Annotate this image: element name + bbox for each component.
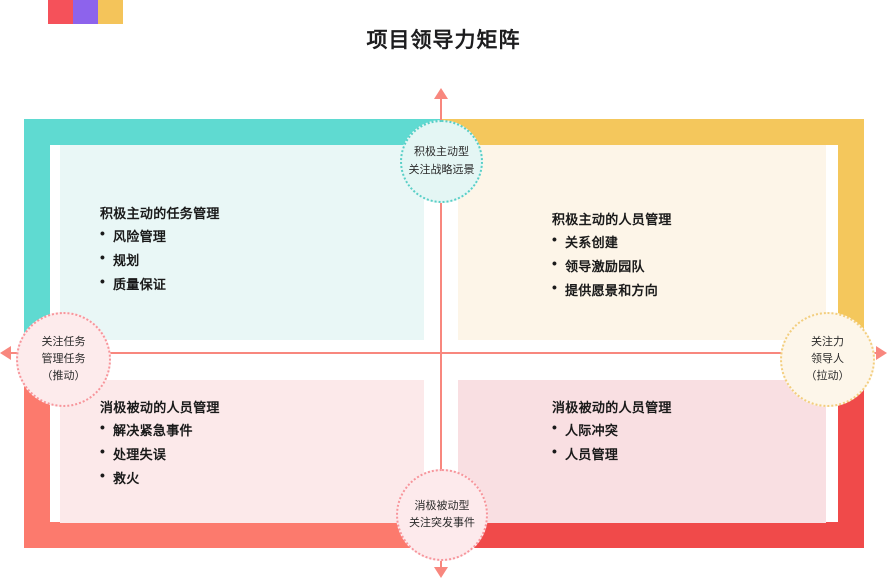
quadrant-text-bottom-right: 消极被动的人员管理 人际冲突 人员管理 <box>552 397 672 468</box>
logo-swatch-yellow <box>98 0 123 24</box>
page-title: 项目领导力矩阵 <box>366 29 521 52</box>
brand-logo <box>48 0 123 24</box>
quadrant-text-bottom-left: 消极被动的人员管理 解决紧急事件 处理失误 救火 <box>100 397 220 492</box>
list-item: 人员管理 <box>552 443 672 463</box>
list-item: 关系创建 <box>552 231 672 251</box>
axis-label-right-line3: （拉动） <box>805 370 850 383</box>
axis-label-bottom-line2: 关注突发事件 <box>409 517 475 529</box>
logo-swatch-red <box>48 0 73 24</box>
list-item: 风险管理 <box>100 225 220 245</box>
logo-swatch-purple <box>73 0 98 24</box>
axis-label-left-line1: 关注任务 <box>41 335 86 348</box>
horizontal-axis <box>6 352 881 354</box>
frame-band-bottom-right <box>442 522 864 548</box>
quadrant-list-bottom-left: 解决紧急事件 处理失误 救火 <box>100 419 220 487</box>
list-item: 人际冲突 <box>552 419 672 439</box>
quadrant-list-top-right: 关系创建 领导激励园队 提供愿景和方向 <box>552 231 672 299</box>
list-item: 提供愿景和方向 <box>552 279 672 299</box>
list-item: 质量保证 <box>100 273 220 293</box>
list-item: 解决紧急事件 <box>100 419 220 439</box>
quadrant-title-top-left: 积极主动的任务管理 <box>100 206 220 221</box>
quadrant-text-top-left: 积极主动的任务管理 风险管理 规划 质量保证 <box>100 203 220 298</box>
list-item: 规划 <box>100 249 220 269</box>
axis-label-bottom-line1: 消极被动型 <box>414 499 470 512</box>
arrow-left-icon <box>0 346 11 360</box>
quadrant-list-top-left: 风险管理 规划 质量保证 <box>100 225 220 293</box>
frame-band-right-top <box>838 119 864 352</box>
quadrant-list-bottom-right: 人际冲突 人员管理 <box>552 419 672 463</box>
quadrant-text-top-right: 积极主动的人员管理 关系创建 领导激励园队 提供愿景和方向 <box>552 209 672 304</box>
frame-band-bottom-left <box>24 522 442 548</box>
quadrant-title-top-right: 积极主动的人员管理 <box>552 212 672 227</box>
axis-label-top: 积极主动型 关注战略远景 <box>400 120 483 203</box>
arrow-down-icon <box>434 567 448 578</box>
quadrant-title-bottom-left: 消极被动的人员管理 <box>100 400 220 415</box>
vertical-axis <box>440 96 442 574</box>
axis-label-left-line3: （推动） <box>41 370 86 383</box>
frame-band-left-top <box>24 119 50 352</box>
axis-label-right: 关注力 领导人 （拉动） <box>780 312 875 407</box>
list-item: 处理失误 <box>100 443 220 463</box>
frame-band-top-right <box>442 119 864 145</box>
frame-band-top-left <box>24 119 442 145</box>
axis-label-right-line1: 关注力 <box>811 335 844 348</box>
axis-label-right-line2: 领导人 <box>811 352 844 365</box>
axis-label-bottom: 消极被动型 关注突发事件 <box>396 469 488 561</box>
matrix-frame <box>24 119 864 548</box>
arrow-up-icon <box>434 88 448 99</box>
axis-label-left-line2: 管理任务 <box>41 352 86 365</box>
axis-label-top-line2: 关注战略远景 <box>408 163 475 176</box>
axis-label-top-line1: 积极主动型 <box>414 146 469 159</box>
list-item: 领导激励园队 <box>552 255 672 275</box>
quadrant-title-bottom-right: 消极被动的人员管理 <box>552 400 672 415</box>
axis-label-left: 关注任务 管理任务 （推动） <box>16 312 111 407</box>
list-item: 救火 <box>100 467 220 487</box>
arrow-right-icon <box>876 346 887 360</box>
